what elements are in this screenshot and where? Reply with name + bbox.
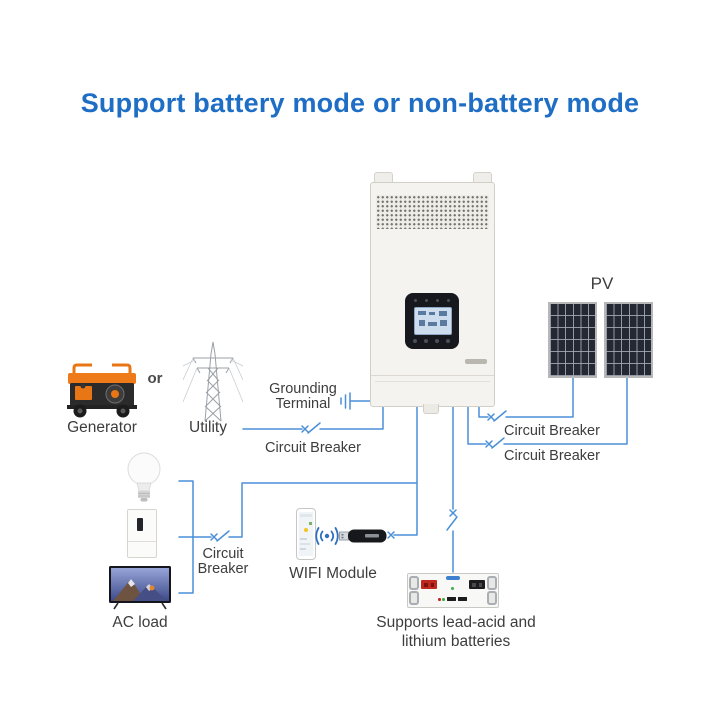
ground-symbol-icon (340, 392, 373, 410)
inverter-indicator-led (414, 299, 417, 302)
inverter-button (413, 339, 417, 343)
inverter-body (370, 182, 495, 407)
wifi-signal-icon (315, 527, 339, 545)
utility-breaker-label: Circuit Breaker (265, 440, 361, 456)
wire-inverter-center (393, 406, 418, 536)
acload-breaker-label: Circuit Breaker (197, 546, 249, 577)
inverter-indicator-led (425, 299, 428, 302)
solar-panel-icon (604, 302, 653, 378)
grounding-terminal-label: Grounding Terminal (269, 381, 337, 412)
inverter-cable-gland (423, 404, 439, 414)
breaker-switch-icon (446, 509, 458, 531)
page-title: Support battery mode or non-battery mode (80, 88, 640, 118)
breaker-switch-icon (485, 437, 505, 449)
utility-tower-icon (183, 341, 243, 422)
inverter-button (435, 339, 439, 343)
inverter-mount-ear (374, 172, 393, 185)
inverter-seam (371, 375, 494, 376)
wifi-connector-x-icon (387, 531, 395, 539)
battery-positive-terminal (421, 580, 437, 589)
pv-breaker1-label: Circuit Breaker (504, 423, 600, 439)
battery-status-led (451, 587, 454, 590)
inverter-lcd-screen (414, 307, 452, 335)
inverter-icon (370, 172, 495, 414)
light-bulb-icon (127, 452, 161, 502)
or-label: or (147, 370, 163, 387)
pv-label: PV (590, 274, 614, 293)
ac-load-label: AC load (112, 614, 168, 631)
pv-breaker2-label: Circuit Breaker (504, 448, 600, 464)
solar-panel-icon (548, 302, 597, 378)
inverter-button (424, 339, 428, 343)
generator-label: Generator (67, 419, 137, 436)
tv-icon (109, 566, 171, 610)
wifi-module-label: WIFI Module (289, 565, 377, 582)
battery-port (458, 597, 467, 601)
battery-pack-icon (407, 573, 499, 608)
inverter-brand-logo (465, 359, 487, 364)
inverter-mount-ear (473, 172, 492, 185)
inverter-indicator-led (447, 299, 450, 302)
utility-label: Utility (189, 419, 227, 436)
generator-icon (67, 363, 137, 418)
usb-dongle-icon (339, 529, 387, 543)
smartphone-icon (296, 508, 316, 560)
battery-negative-terminal (469, 580, 485, 589)
battery-caption: Supports lead-acid and lithium batteries (376, 614, 536, 650)
inverter-seam (375, 381, 490, 382)
breaker-switch-icon (210, 530, 230, 542)
inverter-control-panel (405, 293, 459, 349)
inverter-button (446, 339, 450, 343)
battery-port (447, 597, 456, 601)
breaker-switch-icon (301, 422, 321, 434)
inverter-vent-grille (376, 195, 489, 229)
battery-brand-logo (446, 575, 460, 580)
inverter-indicator-led (436, 299, 439, 302)
refrigerator-icon (127, 509, 157, 558)
